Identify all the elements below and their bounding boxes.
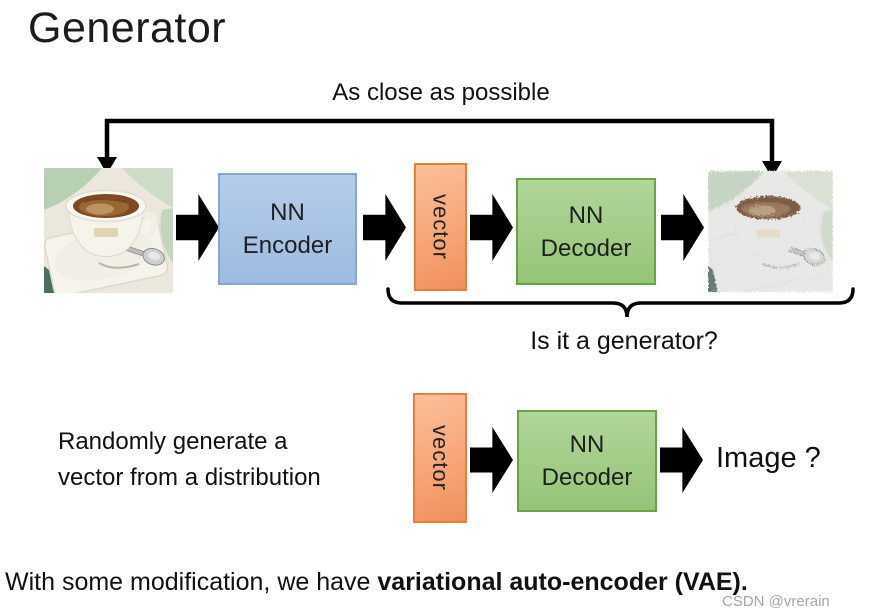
decoder-label-line1: NN bbox=[568, 201, 604, 229]
vector-label: vector bbox=[428, 194, 454, 260]
decoder-label-line1: NN bbox=[569, 431, 605, 458]
footer-sentence: With some modification, we have variatio… bbox=[5, 568, 748, 597]
block-arrow-icon bbox=[661, 194, 704, 261]
vector-label: vector bbox=[428, 425, 453, 491]
row2-caption: Randomly generate a vector from a distri… bbox=[58, 424, 321, 496]
input-coffee-image bbox=[44, 168, 173, 293]
encoder-label-line2: Encoder bbox=[242, 232, 333, 259]
nn-decoder-box-2: NN Decoder bbox=[517, 410, 657, 512]
reconstructed-coffee-art bbox=[708, 170, 833, 293]
close-as-possible-label: As close as possible bbox=[332, 79, 550, 106]
nn-encoder-box: NN Encoder bbox=[218, 173, 357, 285]
feedback-arrow-line bbox=[104, 118, 775, 163]
decoder-label-line2: Decoder bbox=[540, 234, 632, 262]
block-arrow-icon bbox=[470, 194, 513, 261]
under-brace bbox=[386, 287, 855, 318]
encoder-label-line1: NN bbox=[270, 199, 305, 226]
nn-decoder-box-1: NN Decoder bbox=[516, 178, 656, 285]
page-title: Generator bbox=[28, 4, 227, 52]
vector-box-2: vector bbox=[413, 393, 467, 523]
generator-question-label: Is it a generator? bbox=[530, 327, 718, 355]
footer-bold-text: variational auto-encoder (VAE). bbox=[377, 568, 748, 596]
decoder-label-line2: Decoder bbox=[541, 464, 633, 491]
block-arrow-icon bbox=[470, 427, 513, 493]
footer-normal-text: With some modification, we have bbox=[5, 568, 378, 596]
block-arrow-icon bbox=[660, 427, 703, 493]
row2-caption-line1: Randomly generate a bbox=[58, 428, 288, 455]
block-arrow-icon bbox=[176, 194, 219, 261]
coffee-photo-art bbox=[44, 168, 173, 293]
block-arrow-icon bbox=[363, 194, 406, 261]
watermark: CSDN @vrerain bbox=[722, 593, 830, 610]
row2-caption-line2: vector from a distribution bbox=[58, 464, 321, 491]
image-question-label: Image ? bbox=[716, 442, 821, 474]
vector-box-1: vector bbox=[414, 163, 467, 291]
output-coffee-image bbox=[708, 170, 833, 293]
